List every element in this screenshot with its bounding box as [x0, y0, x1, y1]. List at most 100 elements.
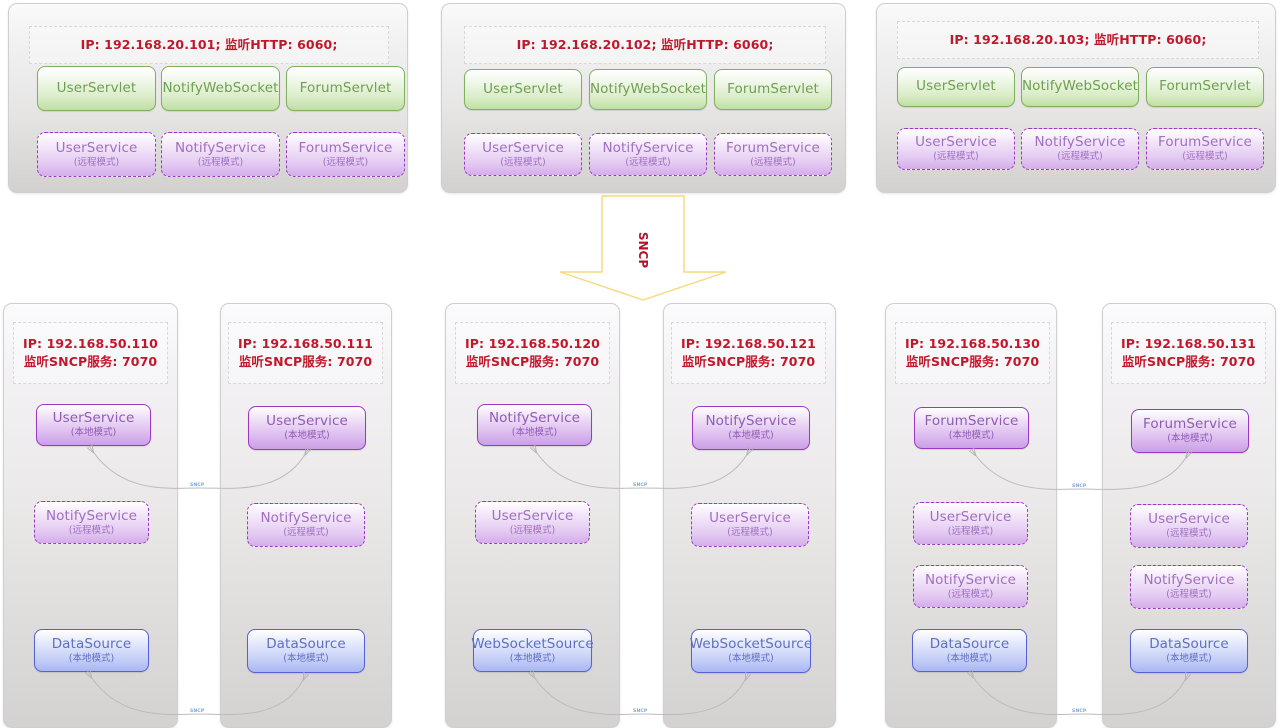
web-node-3-service-3: ForumService (远程模式)	[1146, 128, 1264, 170]
component-mode: (远程模式)	[197, 156, 244, 168]
component-name: ForumService	[298, 139, 393, 156]
web-node-1-service-2: NotifyService (远程模式)	[161, 132, 280, 177]
component-name: UserService	[266, 413, 348, 430]
service-node-120-component-2: UserService (远程模式)	[475, 501, 590, 544]
service-node-120-component-3: WebSocketSource (本地模式)	[471, 629, 594, 672]
component-name: DataSource	[51, 635, 132, 652]
component-mode: (远程模式)	[727, 527, 773, 539]
component-mode: (本地模式)	[284, 430, 330, 442]
component-name: NotifyService	[602, 139, 694, 156]
web-node-2-service-3: ForumService (远程模式)	[714, 133, 832, 176]
component-name: WebSocketSource	[471, 635, 594, 652]
sncp-arc-label-c-top: SNCP	[1072, 484, 1087, 489]
web-node-2-servlet-3: ForumServlet	[714, 69, 832, 110]
component-name: NotifyWebSocket	[1021, 78, 1139, 95]
component-name: ForumService	[1143, 416, 1237, 433]
web-node-1-service-1: UserService (远程模式)	[37, 132, 156, 177]
component-name: UserServlet	[916, 78, 996, 95]
service-node-panel-130: IP: 192.168.50.130 监听SNCP服务: 7070 ForumS…	[885, 303, 1057, 728]
component-name: ForumServlet	[299, 79, 392, 96]
service-node-111-component-1: UserService (本地模式)	[248, 406, 366, 450]
web-node-2-servlet-2: NotifyWebSocket	[589, 69, 707, 110]
component-name: DataSource	[929, 635, 1010, 652]
component-mode: (本地模式)	[948, 430, 995, 442]
component-name: UserService	[1148, 511, 1230, 528]
web-node-2-service-1: UserService (远程模式)	[464, 133, 582, 176]
sncp-protocol-label: SNCP	[636, 231, 650, 269]
service-node-panel-120: IP: 192.168.50.120 监听SNCP服务: 7070 Notify…	[445, 303, 620, 728]
service-node-panel-131: IP: 192.168.50.131 监听SNCP服务: 7070 ForumS…	[1102, 303, 1276, 728]
component-mode: (本地模式)	[728, 653, 774, 665]
component-mode: (本地模式)	[1167, 433, 1213, 445]
service-node-panel-110: IP: 192.168.50.110 监听SNCP服务: 7070 UserSe…	[3, 303, 178, 728]
component-name: ForumService	[726, 139, 820, 156]
component-mode: (远程模式)	[322, 156, 369, 168]
ip-port: 监听SNCP服务: 7070	[238, 354, 373, 369]
service-node-121-component-3: WebSocketSource (本地模式)	[690, 629, 812, 673]
web-node-2-service-2: NotifyService (远程模式)	[589, 133, 707, 176]
component-name: UserService	[915, 134, 997, 151]
web-node-2-servlet-1: UserServlet	[464, 69, 582, 110]
component-mode: (本地模式)	[283, 653, 329, 665]
component-mode: (远程模式)	[509, 524, 556, 536]
component-mode: (远程模式)	[283, 527, 329, 539]
web-node-1-servlet-3: ForumServlet	[286, 66, 405, 111]
ip-port: 监听SNCP服务: 7070	[905, 354, 1040, 369]
component-mode: (远程模式)	[947, 525, 994, 537]
component-name: NotifyService	[705, 413, 797, 430]
service-node-111-ip-header: IP: 192.168.50.111 监听SNCP服务: 7070	[228, 322, 383, 384]
component-mode: (远程模式)	[933, 151, 979, 163]
sncp-arc-label-a-top: SNCP	[190, 483, 205, 488]
component-mode: (远程模式)	[1166, 528, 1212, 540]
ip-address: IP: 192.168.50.130	[905, 335, 1040, 351]
ip-port: 监听SNCP服务: 7070	[23, 354, 158, 369]
component-mode: (远程模式)	[947, 588, 994, 600]
component-name: NotifyService	[1143, 572, 1235, 589]
component-mode: (本地模式)	[511, 427, 558, 439]
web-node-3-servlet-1: UserServlet	[897, 67, 1015, 107]
component-mode: (本地模式)	[509, 652, 556, 664]
ip-port: 监听SNCP服务: 7070	[465, 354, 600, 369]
service-node-111-component-2: NotifyService (远程模式)	[247, 503, 365, 547]
web-node-3-servlet-2: NotifyWebSocket	[1021, 67, 1139, 107]
service-node-panel-121: IP: 192.168.50.121 监听SNCP服务: 7070 Notify…	[663, 303, 836, 728]
web-node-1-ip-header: IP: 192.168.20.101; 监听HTTP: 6060;	[29, 26, 389, 64]
ip-port: 监听SNCP服务: 7070	[681, 354, 816, 369]
service-node-121-ip-header: IP: 192.168.50.121 监听SNCP服务: 7070	[671, 322, 826, 384]
component-name: ForumServlet	[1159, 78, 1251, 95]
service-node-131-component-1: ForumService (本地模式)	[1131, 409, 1249, 453]
service-node-130-component-2: UserService (远程模式)	[913, 502, 1028, 545]
service-node-130-component-1: ForumService (本地模式)	[914, 407, 1029, 449]
component-name: DataSource	[266, 636, 346, 653]
component-mode: (远程模式)	[625, 156, 671, 168]
service-node-121-component-2: UserService (远程模式)	[691, 503, 809, 547]
sncp-arc-label-b-top: SNCP	[633, 483, 648, 488]
component-mode: (本地模式)	[728, 430, 774, 442]
component-mode: (远程模式)	[68, 524, 115, 536]
web-node-panel-3: IP: 192.168.20.103; 监听HTTP: 6060; UserSe…	[876, 3, 1276, 193]
ip-address: IP: 192.168.50.131	[1121, 335, 1256, 351]
component-name: UserServlet	[483, 80, 563, 97]
component-name: DataSource	[1149, 636, 1229, 653]
component-mode: (本地模式)	[1166, 653, 1212, 665]
component-mode: (本地模式)	[946, 652, 993, 664]
component-name: NotifyService	[45, 507, 138, 524]
web-node-1-servlet-2: NotifyWebSocket	[161, 66, 280, 111]
component-mode: (远程模式)	[1166, 589, 1212, 601]
component-name: ForumServlet	[727, 80, 819, 97]
component-name: UserService	[491, 507, 574, 524]
service-node-121-component-1: NotifyService (本地模式)	[692, 406, 810, 450]
component-mode: (本地模式)	[70, 427, 117, 439]
service-node-131-component-3: NotifyService (远程模式)	[1130, 565, 1248, 609]
component-name: NotifyService	[488, 410, 581, 427]
web-node-3-service-2: NotifyService (远程模式)	[1021, 128, 1139, 170]
service-node-130-component-3: NotifyService (远程模式)	[913, 565, 1028, 608]
component-name: NotifyWebSocket	[162, 79, 279, 96]
component-name: NotifyService	[260, 510, 352, 527]
component-name: NotifyWebSocket	[589, 80, 707, 97]
component-mode: (远程模式)	[500, 156, 546, 168]
ip-port: 监听SNCP服务: 7070	[1121, 354, 1256, 369]
service-node-110-component-2: NotifyService (远程模式)	[34, 501, 149, 544]
sncp-arc-label-c-bottom: SNCP	[1072, 709, 1087, 714]
